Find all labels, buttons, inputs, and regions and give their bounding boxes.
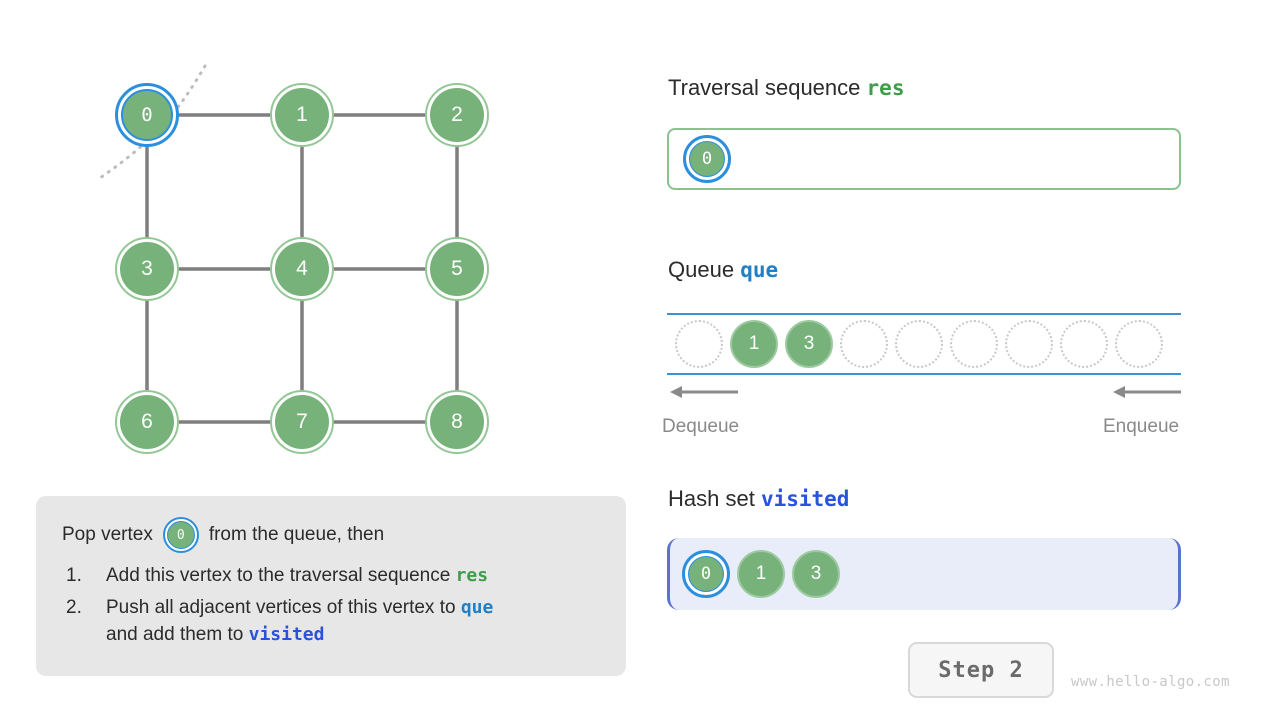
graph-node-3[interactable]: 3 bbox=[115, 237, 179, 301]
dequeue-arrow-icon bbox=[670, 386, 738, 398]
queue-empty-slot bbox=[675, 320, 723, 368]
visited-token: 0 bbox=[682, 550, 730, 598]
caption-step-2-text-a: Push all adjacent vertices of this verte… bbox=[106, 597, 461, 618]
graph-node-2[interactable]: 2 bbox=[425, 83, 489, 147]
visited-token: 1 bbox=[737, 550, 785, 598]
caption-step-2-code-a: que bbox=[460, 597, 494, 618]
queue-direction-arrows bbox=[670, 386, 1181, 398]
caption-step-1-code: res bbox=[455, 565, 489, 586]
res-token-label: 0 bbox=[689, 141, 725, 177]
graph-node-label: 0 bbox=[121, 89, 173, 141]
caption-step-1: Add this vertex to the traversal sequenc… bbox=[66, 562, 600, 589]
graph-node-label: 4 bbox=[275, 242, 329, 296]
res-title-text: Traversal sequence bbox=[668, 75, 861, 100]
graph-node-label: 5 bbox=[430, 242, 484, 296]
graph-node-4[interactable]: 4 bbox=[270, 237, 334, 301]
queue-empty-slot bbox=[1005, 320, 1053, 368]
queue-empty-slot bbox=[1115, 320, 1163, 368]
caption-step-2-text-b: and add them to bbox=[106, 624, 249, 645]
caption-vertex-chip: 0 bbox=[162, 517, 199, 553]
graph-node-label: 1 bbox=[275, 88, 329, 142]
visited-section-title: Hash set visited bbox=[668, 486, 849, 512]
graph-node-5[interactable]: 5 bbox=[425, 237, 489, 301]
graph-node-label: 7 bbox=[275, 395, 329, 449]
queue-empty-slot bbox=[895, 320, 943, 368]
graph-node-label: 3 bbox=[120, 242, 174, 296]
watermark: www.hello-algo.com bbox=[1071, 674, 1230, 690]
traversal-sequence-box: 0 bbox=[667, 128, 1181, 190]
graph-node-label: 6 bbox=[120, 395, 174, 449]
visited-token-label: 0 bbox=[688, 556, 724, 592]
caption-step-1-text: Add this vertex to the traversal sequenc… bbox=[106, 565, 456, 586]
graph-node-label: 2 bbox=[430, 88, 484, 142]
queue-section-title: Queue que bbox=[668, 257, 778, 283]
graph-node-label: 8 bbox=[430, 395, 484, 449]
caption-steps-list: Add this vertex to the traversal sequenc… bbox=[62, 562, 600, 648]
res-section-title: Traversal sequence res bbox=[668, 75, 904, 101]
queue-title-code: que bbox=[740, 258, 779, 282]
visited-token: 3 bbox=[792, 550, 840, 598]
visited-title-text: Hash set bbox=[668, 486, 755, 511]
queue-empty-slot bbox=[1060, 320, 1108, 368]
caption-text-after: from the queue, then bbox=[208, 524, 385, 545]
caption-line-1: Pop vertex 0 from the queue, then bbox=[62, 517, 600, 553]
enqueue-label: Enqueue bbox=[1103, 416, 1180, 437]
res-title-code: res bbox=[866, 76, 905, 100]
graph-node-7[interactable]: 7 bbox=[270, 390, 334, 454]
graph-node-6[interactable]: 6 bbox=[115, 390, 179, 454]
graph-node-1[interactable]: 1 bbox=[270, 83, 334, 147]
caption-vertex-chip-label: 0 bbox=[166, 521, 195, 549]
step-badge: Step 2 bbox=[908, 642, 1054, 698]
visited-title-code: visited bbox=[760, 487, 850, 511]
caption-step-2-code-b: visited bbox=[248, 624, 325, 645]
res-token: 0 bbox=[683, 135, 731, 183]
caption-step-2: Push all adjacent vertices of this verte… bbox=[66, 594, 600, 648]
dequeue-label: Dequeue bbox=[662, 416, 740, 437]
queue-empty-slot bbox=[950, 320, 998, 368]
queue-empty-slot bbox=[840, 320, 888, 368]
explanation-box: Pop vertex 0 from the queue, then Add th… bbox=[36, 496, 626, 676]
queue-token: 3 bbox=[785, 320, 833, 368]
caption-text-before: Pop vertex bbox=[62, 524, 153, 545]
graph-node-8[interactable]: 8 bbox=[425, 390, 489, 454]
queue-token: 1 bbox=[730, 320, 778, 368]
graph-node-0[interactable]: 0 bbox=[115, 83, 179, 147]
enqueue-arrow-icon bbox=[1113, 386, 1181, 398]
queue-title-text: Queue bbox=[668, 257, 735, 282]
graph-panel: 0 1 2 3 4 5 6 7 8 bbox=[0, 0, 640, 490]
